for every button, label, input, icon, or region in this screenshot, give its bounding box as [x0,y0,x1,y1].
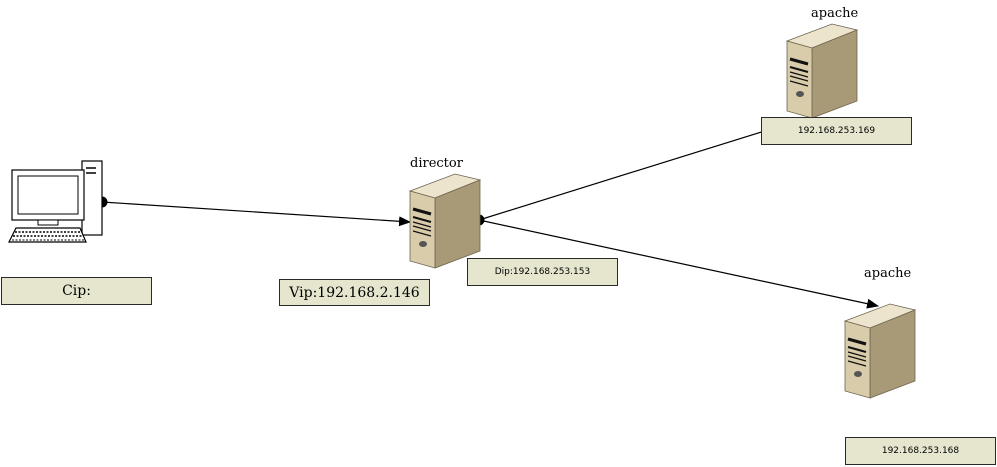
server-icon [408,173,482,269]
director-dip-box: Dip:192.168.253.153 [467,258,618,286]
apache-top-title: apache [811,6,859,21]
desktop-computer-icon [8,160,103,243]
director-to-apache-top-arrow [478,117,804,221]
client-ip-box: Cip: [1,277,152,305]
apache-bottom-ip-box: 192.168.253.168 [845,437,996,465]
director-to-apache-bottom-arrow [478,219,879,309]
director-vip-box: Vip:192.168.2.146 [279,279,430,306]
apache-top-ip-box: 192.168.253.169 [761,117,912,145]
apache-bottom-title: apache [864,266,912,281]
client-to-director-arrow [101,201,411,227]
server-icon [843,303,917,399]
server-icon [785,23,859,119]
director-title: director [410,156,463,171]
